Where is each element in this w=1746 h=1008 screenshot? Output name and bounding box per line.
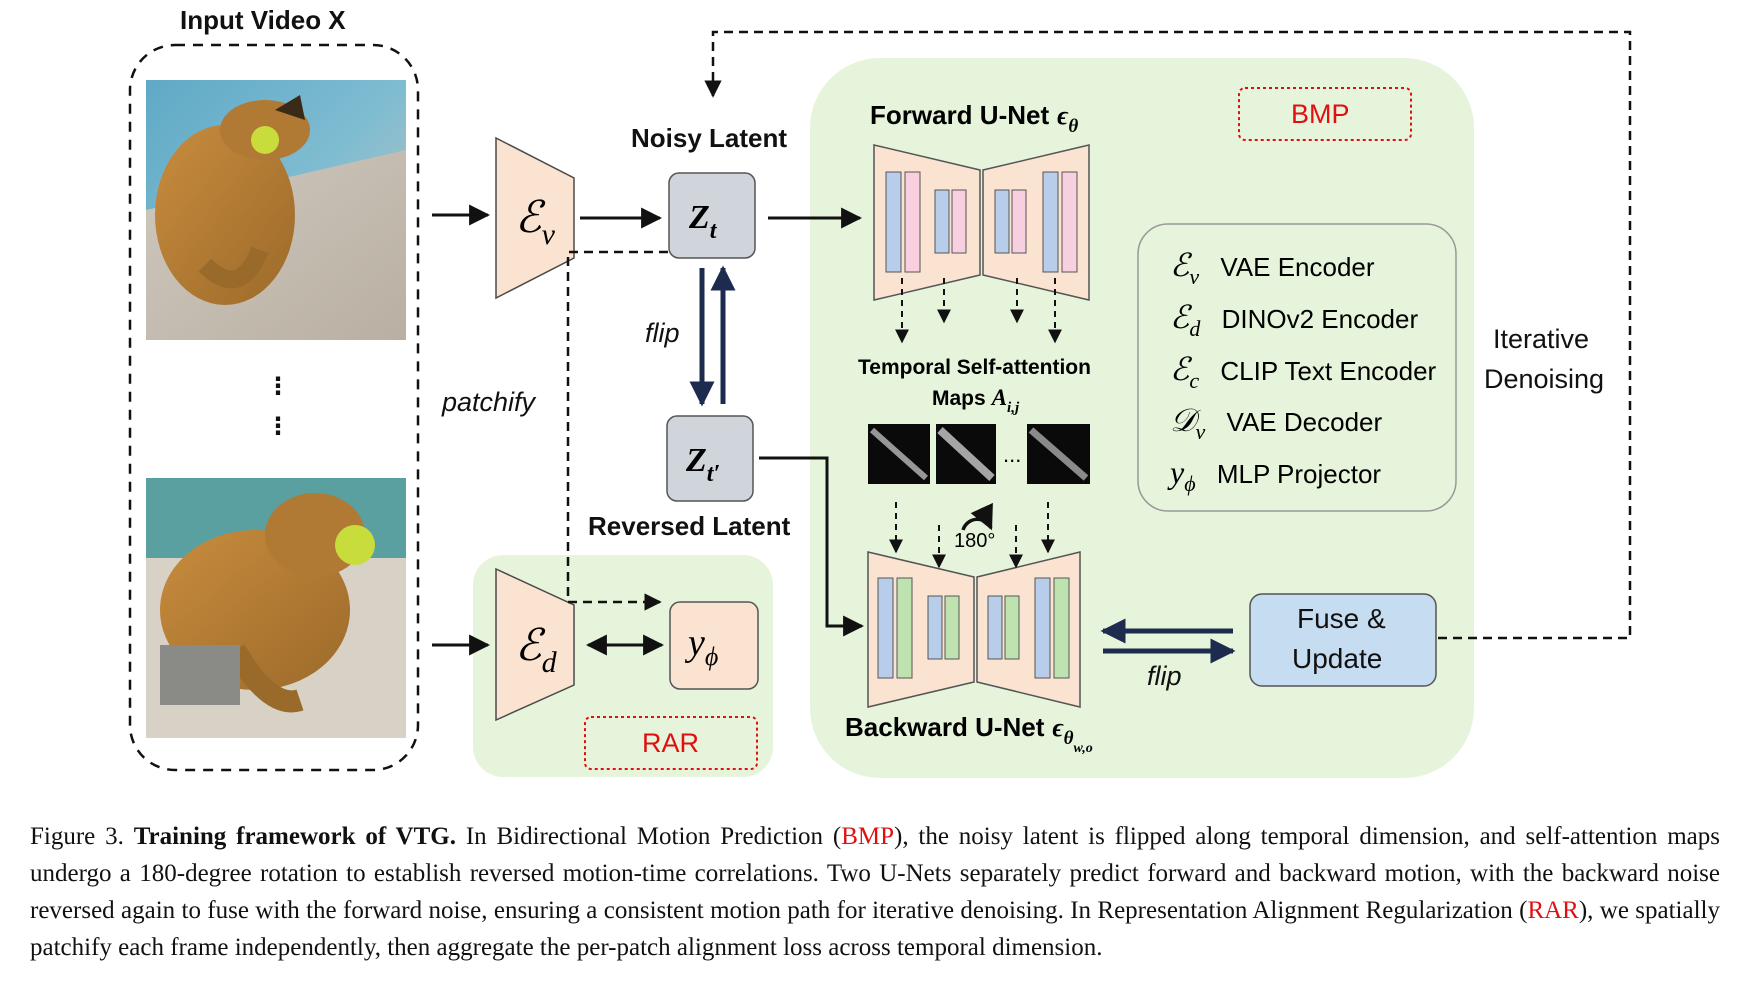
legend-item: ℰc CLIP Text Encoder bbox=[1170, 351, 1437, 393]
flip-label-top: flip bbox=[645, 318, 680, 348]
figure-caption: Figure 3. Training framework of VTG. In … bbox=[30, 823, 1720, 961]
flip-label-bottom: flip bbox=[1147, 661, 1182, 691]
mlp-projector-block bbox=[669, 601, 759, 690]
input-video-frame bbox=[128, 43, 420, 772]
rotation-arrow-icon bbox=[961, 502, 993, 531]
dashed-zt-to-projector bbox=[566, 250, 668, 611]
noisy-latent-block bbox=[668, 172, 756, 259]
patchify-label: patchify bbox=[442, 387, 536, 417]
rotation-label: 180° bbox=[954, 530, 995, 552]
attention-label-line1: Temporal Self-attention bbox=[858, 356, 1091, 379]
legend-item: 𝒟v VAE Decoder bbox=[1170, 402, 1383, 444]
attention-map-thumbnails bbox=[868, 424, 1090, 484]
latent-zt-symbol: Zt bbox=[688, 199, 718, 244]
legend-list: ℰv VAE Encoder ℰd DINOv2 Encoder ℰc CLIP… bbox=[1170, 246, 1436, 506]
arrow-ztp-to-backward bbox=[759, 456, 865, 637]
forward-unet bbox=[873, 144, 1090, 301]
ellipsis-bottom: ⋮ bbox=[266, 413, 290, 440]
fuse-label-line2: Update bbox=[1292, 643, 1383, 674]
iterative-label-line1: Iterative bbox=[1493, 324, 1590, 354]
noisy-latent-label: Noisy Latent bbox=[631, 123, 788, 153]
latent-ztp-symbol: Zt′ bbox=[685, 442, 720, 487]
dino-encoder-block bbox=[495, 567, 575, 722]
vae-encoder-block bbox=[495, 136, 575, 300]
legend-item: ℰv VAE Encoder bbox=[1170, 247, 1375, 289]
reversed-latent-label: Reversed Latent bbox=[588, 511, 791, 541]
bmp-tag-box bbox=[1238, 87, 1412, 141]
encoder-v-symbol: ℰv bbox=[515, 193, 556, 251]
encoder-d-symbol: ℰd bbox=[515, 621, 558, 679]
fuse-update-block bbox=[1249, 593, 1437, 687]
reversed-latent-block bbox=[666, 415, 754, 502]
video-frame-first bbox=[146, 80, 406, 340]
ellipsis-top: ⋮ bbox=[266, 373, 290, 400]
legend-box bbox=[1137, 223, 1457, 512]
bmp-tag: BMP bbox=[1291, 99, 1350, 129]
input-video-title: Input Video X bbox=[180, 5, 346, 35]
video-frame-last bbox=[146, 478, 406, 738]
legend-item: ℰd DINOv2 Encoder bbox=[1170, 299, 1419, 341]
backward-unet bbox=[867, 551, 1081, 708]
attention-ellipsis: ... bbox=[1003, 442, 1021, 467]
iterative-label-line2: Denoising bbox=[1484, 364, 1605, 394]
legend-item: yϕ MLP Projector bbox=[1170, 454, 1382, 496]
projector-symbol: yϕ bbox=[684, 622, 718, 671]
dashed-iterative-loop bbox=[704, 30, 1632, 640]
rar-tag: RAR bbox=[642, 728, 700, 758]
fuse-label-line1: Fuse & bbox=[1297, 603, 1386, 634]
rar-tag-box bbox=[584, 716, 758, 770]
